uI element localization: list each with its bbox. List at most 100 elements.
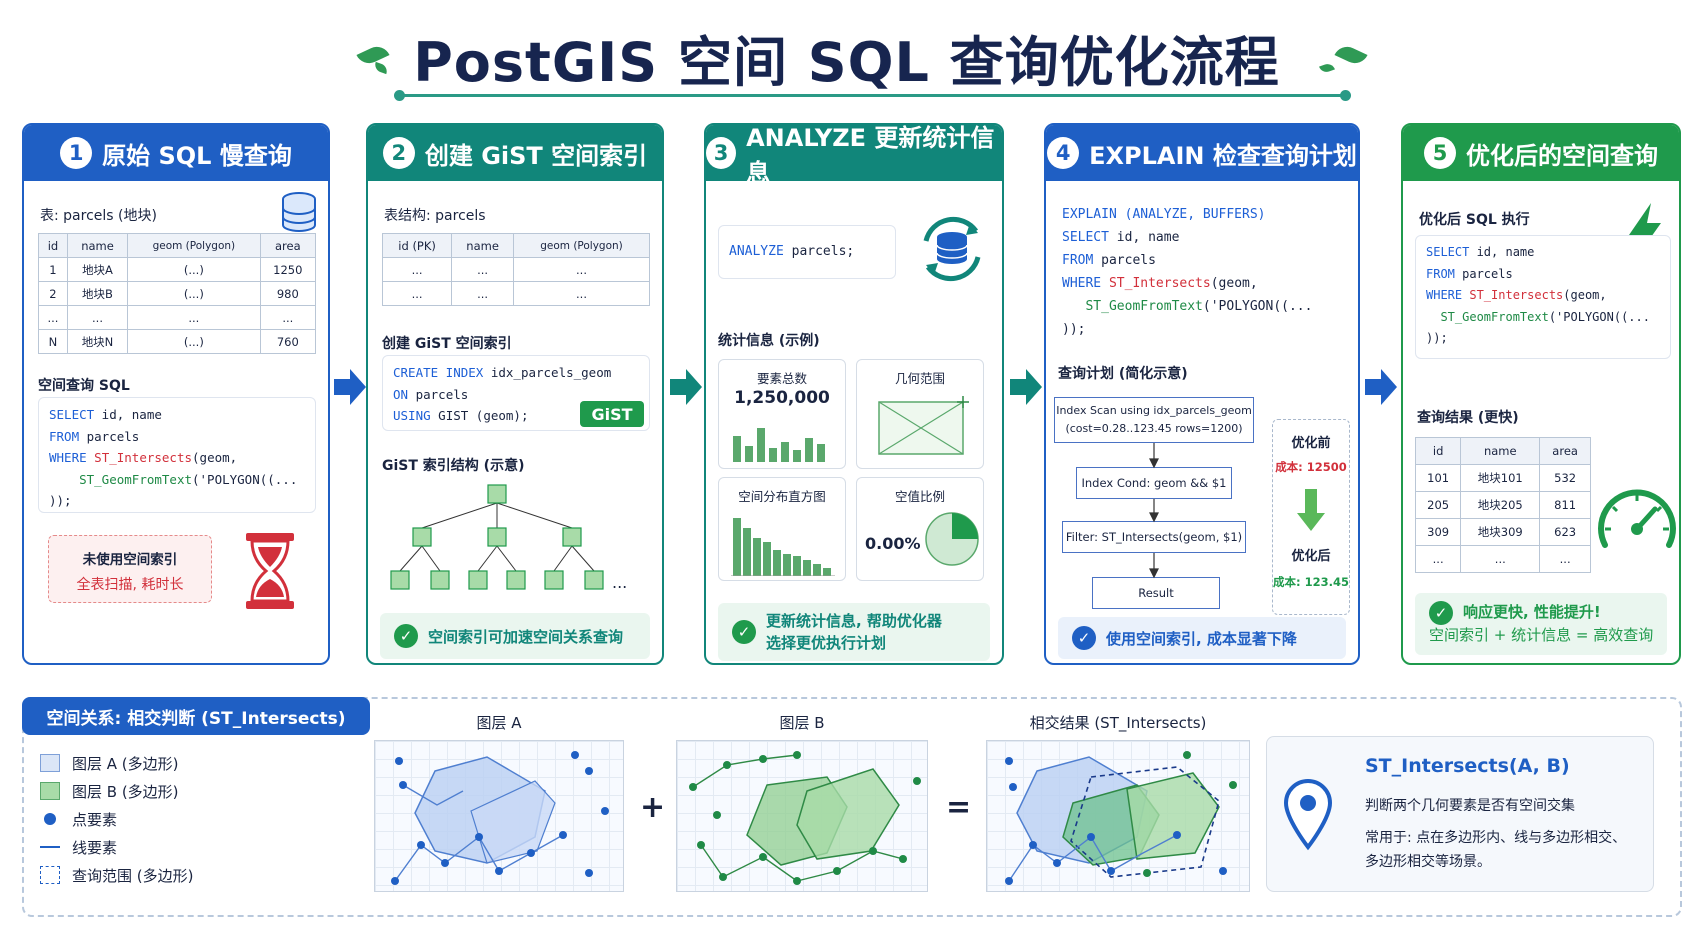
table-header: geom (Polygon) xyxy=(127,233,261,258)
legend-swatch xyxy=(40,866,60,884)
before-cost: 成本: 12500 xyxy=(1275,460,1347,474)
step3-number: 3 xyxy=(706,137,737,169)
equals-sign: = xyxy=(946,790,972,825)
stat-null-ratio: 空值比例 0.00% xyxy=(856,477,984,581)
plan-node-index-scan: Index Scan using idx_parcels_geom (cost=… xyxy=(1054,397,1254,443)
spatial-relation-panel xyxy=(22,697,1682,917)
step1-sql-label: 空间查询 SQL xyxy=(38,378,130,394)
plan-node-result: Result xyxy=(1092,577,1220,609)
table-row: ......... xyxy=(1414,545,1591,573)
title-underline xyxy=(400,94,1345,97)
stat-null-value: 0.00% xyxy=(865,534,921,553)
table-cell: 980 xyxy=(259,281,317,306)
table-cell: 1250 xyxy=(259,257,317,282)
legend-query-range: 查询范围 (多边形) xyxy=(40,864,193,886)
step4-footer: ✓ 使用空间索引, 成本显著下降 xyxy=(1058,617,1346,659)
step3-title: ANALYZE 更新统计信息 xyxy=(746,124,995,187)
step5-result-label: 查询结果 (更快) xyxy=(1417,410,1519,426)
step1-number: 1 xyxy=(60,137,93,169)
step1-header: 1 原始 SQL 慢查询 xyxy=(24,125,328,181)
step3-sql-code: ANALYZE parcels; xyxy=(718,225,896,279)
refresh-database-icon xyxy=(923,216,981,282)
table-cell: (...) xyxy=(127,281,261,306)
map-intersect-result xyxy=(986,740,1250,892)
legend-line: 线要素 xyxy=(40,836,117,858)
table-cell: 地块205 xyxy=(1460,491,1541,519)
table-cell: ... xyxy=(259,305,317,330)
table-cell: ... xyxy=(38,305,68,330)
map-result-label: 相交结果 (ST_Intersects) xyxy=(1029,714,1207,732)
arrow-right-icon xyxy=(670,369,702,405)
stat-hist-label: 空间分布直方图 xyxy=(738,489,826,504)
table-cell: ... xyxy=(1460,545,1541,573)
step3-footer: ✓ 更新统计信息, 帮助优化器 选择更优执行计划 xyxy=(718,603,990,661)
step2-table: id (PK) name geom (Polygon) ......... ..… xyxy=(381,233,650,306)
table-cell: ... xyxy=(513,257,650,282)
table-row: ......... xyxy=(381,257,650,282)
table-header: name xyxy=(451,233,514,258)
plan-node-index-cond: Index Cond: geom && $1 xyxy=(1076,467,1232,499)
map-b-label: 图层 B xyxy=(779,714,825,732)
step4-number: 4 xyxy=(1047,137,1080,169)
map-layer-a xyxy=(374,740,624,892)
table-header-row: id name geom (Polygon) area xyxy=(38,233,317,258)
step4-plan-label: 查询计划 (简化示意) xyxy=(1058,366,1188,382)
step4-title: EXPLAIN 检查查询计划 xyxy=(1089,141,1357,170)
step2-number: 2 xyxy=(382,137,415,169)
step1-card: 1 原始 SQL 慢查询 表: parcels (地块) id name geo… xyxy=(22,123,330,665)
table-cell: 地块101 xyxy=(1460,464,1541,492)
step2-footer-text: 空间索引可加速空间关系查询 xyxy=(428,627,624,646)
step2-index-label: 创建 GiST 空间索引 xyxy=(382,336,512,352)
cost-compare-box: 优化前 成本: 12500 优化后 成本: 123.45 xyxy=(1272,419,1350,615)
info-line2: 常用于: 点在多边形内、线与多边形相交、 xyxy=(1365,830,1627,846)
step2-title: 创建 GiST 空间索引 xyxy=(424,141,648,170)
stat-histogram: 空间分布直方图 xyxy=(718,477,846,581)
step5-sql-label: 优化后 SQL 执行 xyxy=(1419,212,1530,228)
step5-footer-text: 响应更快, 性能提升! 空间索引 + 统计信息 = 高效查询 xyxy=(1429,601,1653,647)
map-a-graphic xyxy=(391,751,609,885)
legend-label: 点要素 xyxy=(72,810,118,829)
step4-header: 4 EXPLAIN 检查查询计划 xyxy=(1046,125,1358,181)
speedometer-icon xyxy=(1598,489,1676,548)
table-cell: 623 xyxy=(1539,518,1591,546)
table-cell: ... xyxy=(1539,545,1591,573)
arrow-right-icon xyxy=(1365,369,1397,405)
gist-tree-diagram xyxy=(390,484,604,590)
after-label: 优化后 xyxy=(1291,549,1331,564)
arrow-right-icon xyxy=(1010,369,1042,405)
legend-label: 图层 A (多边形) xyxy=(72,754,179,773)
footer-line1: 更新统计信息, 帮助优化器 xyxy=(766,612,942,630)
step1-title: 原始 SQL 慢查询 xyxy=(102,141,292,170)
table-cell: 地块N xyxy=(66,329,129,354)
after-cost: 成本: 123.45 xyxy=(1273,575,1349,589)
step1-table-label: 表: parcels (地块) xyxy=(40,208,157,224)
table-cell: 地块B xyxy=(66,281,129,306)
map-layer-b xyxy=(676,740,928,892)
table-header-row: id (PK) name geom (Polygon) xyxy=(381,233,650,258)
table-cell: 532 xyxy=(1539,464,1591,492)
table-cell: 309 xyxy=(1414,518,1462,546)
table-cell: ... xyxy=(1414,545,1462,573)
plan-node-text: (cost=0.28..123.45 rows=1200) xyxy=(1065,422,1243,435)
legend-label: 图层 B (多边形) xyxy=(72,782,179,801)
table-cell: 1 xyxy=(38,257,68,282)
table-header: area xyxy=(1539,437,1591,465)
extent-bbox-icon xyxy=(878,396,969,455)
step1-warning: 未使用空间索引 全表扫描, 耗时长 xyxy=(48,535,212,603)
table-cell: 地块A xyxy=(66,257,129,282)
step2-header: 2 创建 GiST 空间索引 xyxy=(368,125,662,181)
table-cell: ... xyxy=(127,305,261,330)
legend-swatch xyxy=(40,838,60,856)
stat-count-label: 要素总数 xyxy=(756,371,807,386)
step3-stats-label: 统计信息 (示例) xyxy=(718,333,820,349)
table-cell: ... xyxy=(66,305,129,330)
map-result-graphic xyxy=(1005,751,1237,885)
